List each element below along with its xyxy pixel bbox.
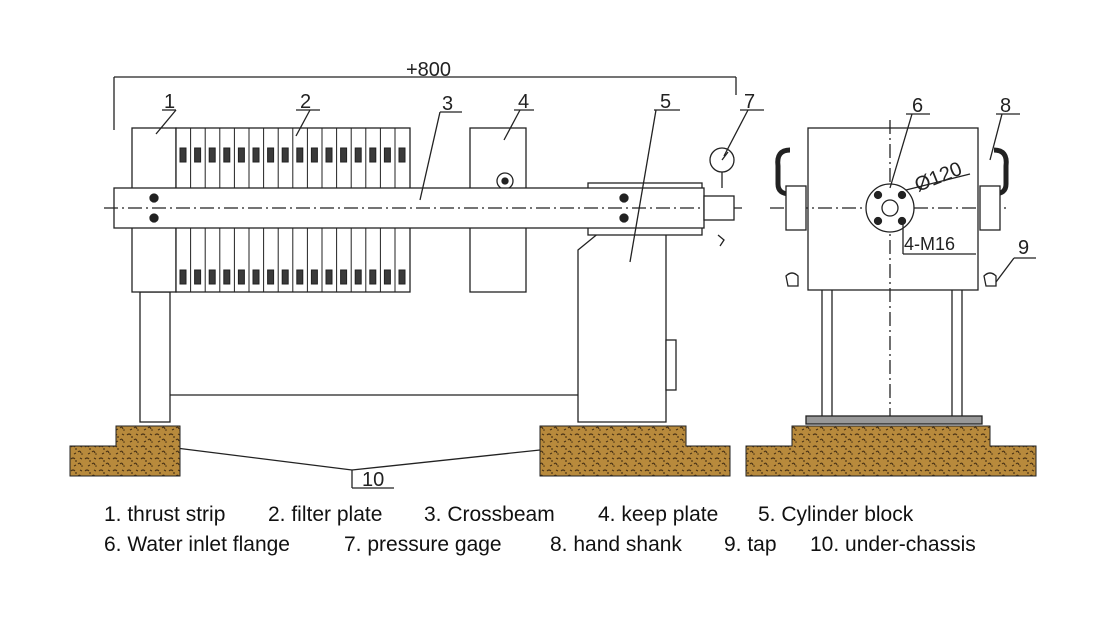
overall-dimension-line [113, 76, 737, 130]
callout-3: 3 [442, 93, 453, 115]
foundation-left [69, 425, 181, 477]
pressure-gage [709, 147, 735, 247]
filter-plate-handle [252, 147, 260, 163]
filter-plate-handle [237, 147, 245, 163]
filter-plate-handle [340, 269, 348, 285]
left-leg [139, 291, 578, 423]
filter-plate-handle [223, 147, 231, 163]
end-view-body [770, 120, 1010, 425]
filter-plate-handle [208, 269, 216, 285]
filter-plate-handle [281, 147, 289, 163]
overall-length-dimension: +800 [406, 59, 451, 81]
filter-plate-handle [194, 269, 202, 285]
callout-8: 8 [1000, 95, 1011, 117]
filter-plate-handle [310, 147, 318, 163]
tap-right [983, 272, 997, 287]
callout-9: 9 [1018, 237, 1029, 259]
legend-item-5: 5. Cylinder block [758, 503, 914, 526]
filter-plate-handle [325, 269, 333, 285]
filter-plate-handle [354, 147, 362, 163]
filter-plate-handle [223, 269, 231, 285]
callout-1: 1 [164, 91, 175, 113]
tap-left [785, 272, 799, 287]
filter-plate-handle [296, 269, 304, 285]
callout-7: 7 [744, 91, 755, 113]
callout-4: 4 [518, 91, 529, 113]
filter-plate-handle [383, 147, 391, 163]
filter-plate-handle [194, 147, 202, 163]
callout-leaders [155, 109, 1036, 489]
filter-plate-handle [383, 269, 391, 285]
callout-6: 6 [912, 95, 923, 117]
legend-item-6: 6. Water inlet flange [104, 533, 290, 556]
callout-5: 5 [660, 91, 671, 113]
foundations [69, 425, 1037, 477]
water-inlet-flange [865, 183, 915, 233]
filter-plate-handle [237, 269, 245, 285]
bolt-spec-leader [902, 173, 976, 255]
filter-plate-handle [369, 269, 377, 285]
legend-item-1: 1. thrust strip [104, 503, 226, 526]
filter-plate-handle [369, 147, 377, 163]
filter-plate-handle [398, 147, 406, 163]
legend-item-7: 7. pressure gage [344, 533, 502, 556]
legend-item-4: 4. keep plate [598, 503, 719, 526]
legend-item-2: 2. filter plate [268, 503, 383, 526]
filter-plate-handle [267, 147, 275, 163]
filter-plate-handle [296, 147, 304, 163]
callout-10: 10 [362, 469, 384, 491]
filter-plate-handle [208, 147, 216, 163]
legend-item-3: 3. Crossbeam [424, 503, 555, 526]
hand-shank-left [775, 147, 791, 197]
filter-plate-handle [310, 269, 318, 285]
filter-plate-handle [179, 147, 187, 163]
flange-bolt-holes [873, 190, 907, 226]
foundation-middle [539, 425, 731, 477]
filter-plate-handle [325, 147, 333, 163]
legend-item-8: 8. hand shank [550, 533, 682, 556]
filter-plate-handle [281, 269, 289, 285]
filter-plate-handle [252, 269, 260, 285]
legend-item-10: 10. under-chassis [810, 533, 976, 556]
foundation-right [745, 425, 1037, 477]
callout-2: 2 [300, 91, 311, 113]
filter-plate-handle [354, 269, 362, 285]
filter-plate-handle [179, 269, 187, 285]
filter-plate-handle [398, 269, 406, 285]
legend-item-9: 9. tap [724, 533, 777, 556]
crossbeam-bolts [149, 193, 629, 223]
filter-plate-handle [340, 147, 348, 163]
crossbeam [104, 187, 745, 229]
filter-plate-handle [267, 269, 275, 285]
bolt-spec-label: 4-M16 [904, 234, 955, 254]
